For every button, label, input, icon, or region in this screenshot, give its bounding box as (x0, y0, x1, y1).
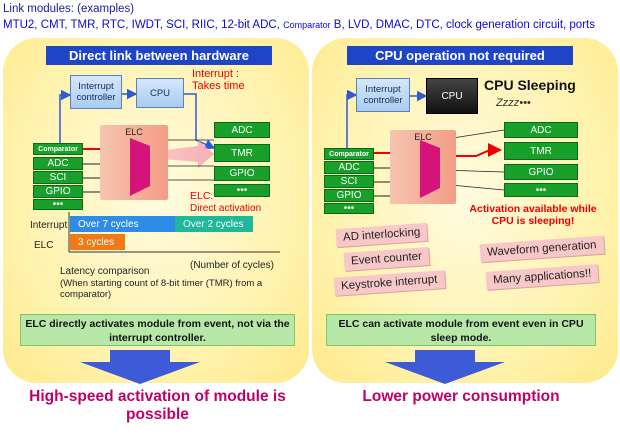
left-output-tmr: TMR (214, 144, 270, 162)
right-cpu-box: CPU (426, 78, 478, 114)
right-elc-box: ELC (390, 130, 456, 204)
left-interrupt-controller: Interrupt controller (70, 75, 122, 109)
left-summary: ELC directly activates module from event… (20, 314, 295, 346)
link-modules-heading: Link modules: (examples) (3, 3, 135, 15)
right-input-comparator: Comparator (324, 148, 374, 160)
latency-note: (When starting count of 8-bit timer (TMR… (60, 278, 263, 300)
left-input-adc: ADC (33, 157, 83, 170)
left-title: Direct link between hardware (46, 46, 272, 65)
latency-title: Latency comparison (60, 266, 150, 277)
left-result: High-speed activation of module is possi… (29, 388, 286, 423)
bar-elc-3: 3 cycles (70, 234, 125, 250)
link-modules-list: MTU2, CMT, TMR, RTC, IWDT, SCI, RIIC, 12… (3, 19, 595, 31)
right-input-sci: SCI (324, 175, 374, 188)
cycles-unit-label: (Number of cycles) (190, 260, 274, 271)
left-elc-note-2: Direct activation (190, 203, 262, 214)
right-input-gpio: GPIO (324, 189, 374, 202)
bar-interrupt-7: Over 7 cycles (70, 216, 175, 232)
activation-note: Activation available while CPU is sleepi… (469, 203, 597, 227)
bar-interrupt-2: Over 2 cycles (175, 216, 253, 232)
right-output-gpio: GPIO (504, 164, 578, 180)
left-input-more: ••• (33, 199, 83, 210)
left-output-more: ••• (214, 184, 270, 197)
right-output-more: ••• (504, 183, 578, 197)
left-input-comparator: Comparator (33, 143, 83, 155)
right-input-more: ••• (324, 203, 374, 214)
left-input-gpio: GPIO (33, 185, 83, 198)
zzz-label: Zzzz••• (496, 97, 531, 109)
right-interrupt-controller: Interrupt controller (356, 78, 410, 112)
left-cpu-box: CPU (136, 78, 184, 108)
left-input-sci: SCI (33, 171, 83, 184)
left-elc-box: ELC (100, 125, 168, 200)
timing-label-interrupt: Interrupt (30, 220, 68, 231)
right-result: Lower power consumption (362, 388, 560, 405)
right-input-adc: ADC (324, 161, 374, 174)
left-output-adc: ADC (214, 122, 270, 138)
left-output-gpio: GPIO (214, 166, 270, 181)
link-modules-list-rest: B, LVD, DMAC, DTC, clock generation circ… (330, 19, 595, 31)
link-modules-list-text: MTU2, CMT, TMR, RTC, IWDT, SCI, RIIC, 12… (3, 19, 284, 31)
link-modules-comparator: Comparator (283, 20, 331, 30)
timing-label-elc: ELC (34, 240, 54, 251)
cpu-sleeping-label: CPU Sleeping (484, 77, 576, 93)
right-summary: ELC can activate module from event even … (326, 314, 596, 346)
left-elc-note: ELC: (190, 190, 214, 202)
right-output-tmr: TMR (504, 142, 578, 160)
right-output-adc: ADC (504, 122, 578, 138)
left-interrupt-note: Interrupt : Takes time (192, 68, 245, 92)
right-title: CPU operation not required (347, 46, 573, 65)
